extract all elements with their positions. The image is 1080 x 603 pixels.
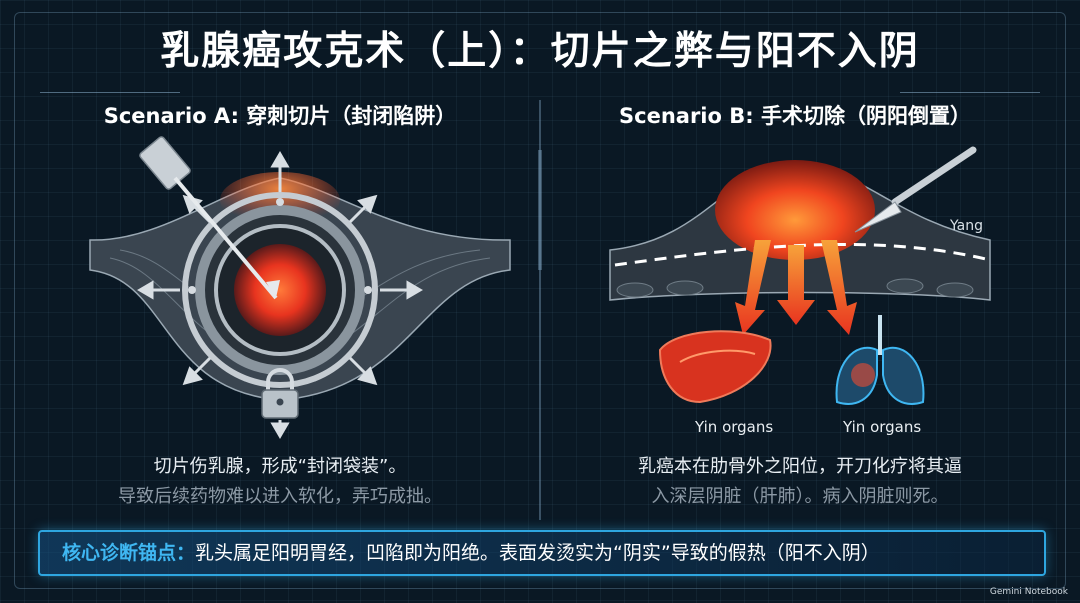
scenario-b-caption-line1: 乳癌本在肋骨外之阳位，开刀化疗将其逼 xyxy=(638,456,962,477)
scenario-b-illustration xyxy=(609,146,991,405)
seal-ring-outer xyxy=(182,192,378,388)
lungs-icon xyxy=(835,315,925,405)
scenario-a-heading: Scenario A: 穿刺切片（封闭陷阱） xyxy=(103,104,457,128)
lungs-label: Yin organs xyxy=(843,418,922,436)
center-divider xyxy=(538,100,542,520)
bolt xyxy=(364,286,372,294)
rib-row xyxy=(616,278,974,298)
diagnostic-anchor-box xyxy=(38,530,1046,576)
yang-label: Yang xyxy=(950,218,983,234)
tumor-b xyxy=(715,160,875,260)
pressure-arrows xyxy=(137,151,423,439)
page-title: 乳腺癌攻克术（上）：切片之弊与阳不入阴 xyxy=(160,29,920,74)
scenario-a-caption-line1: 切片伤乳腺，形成“封闭袋装”。 xyxy=(153,456,407,477)
outer-frame xyxy=(14,12,1066,589)
tumor-a xyxy=(234,244,326,336)
anchor-key: 核心诊断锚点： xyxy=(62,542,196,564)
biopsy-needle-icon xyxy=(139,136,280,300)
scenario-b-heading: Scenario B: 手术切除（阴阳倒置） xyxy=(619,104,971,128)
lock-icon xyxy=(261,368,299,419)
scenario-b-caption-line2: 入深层阴脏（肝肺）。病入阴脏则死。 xyxy=(651,486,949,507)
title-rule-left xyxy=(40,92,180,93)
diagnostic-anchor: 核心诊断锚点：乳头属足阳明胃经，凹陷即为阳绝。表面发烫实为“阴实”导致的假热（阳… xyxy=(62,538,880,565)
scenario-a-caption: 切片伤乳腺，形成“封闭袋装”。 导致后续药物难以进入软化，弄巧成拙。 xyxy=(40,452,520,512)
anchor-body: 乳头属足阳明胃经，凹陷即为阳绝。表面发烫实为“阴实”导致的假热（阳不入阴） xyxy=(195,542,880,564)
liver-label: Yin organs xyxy=(695,418,774,436)
scenario-a-illustration xyxy=(89,136,511,439)
title-rule-right xyxy=(900,92,1040,93)
gemini-notebook-badge: Gemini Notebook xyxy=(989,587,1068,597)
scenario-b-caption: 乳癌本在肋骨外之阳位，开刀化疗将其逼 入深层阴脏（肝肺）。病入阴脏则死。 xyxy=(560,452,1040,512)
metastasis-arrows xyxy=(735,240,857,335)
bolt xyxy=(188,286,196,294)
liver-icon xyxy=(658,330,772,404)
scalpel-icon xyxy=(854,146,977,233)
scenario-a-caption-line2: 导致后续药物难以进入软化，弄巧成拙。 xyxy=(118,486,442,507)
bolt xyxy=(276,198,284,206)
